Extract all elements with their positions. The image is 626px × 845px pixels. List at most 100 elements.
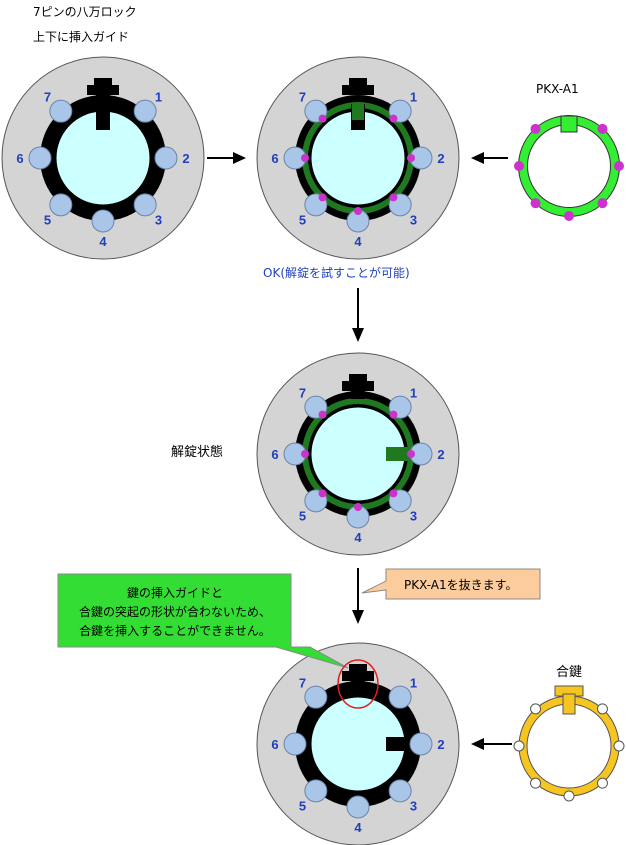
pin-2 (154, 146, 178, 170)
pin-number-1: 1 (155, 89, 162, 104)
pin-2 (409, 732, 433, 756)
pin-number-7: 7 (299, 675, 306, 690)
pkx-notch-2 (614, 161, 624, 171)
key-cut-1 (596, 703, 608, 715)
pin-7 (304, 685, 328, 709)
top-guide-tab (349, 664, 367, 674)
pin-number-1: 1 (410, 385, 417, 400)
pin-contact-6 (301, 154, 309, 162)
pin-contact-4 (354, 207, 362, 215)
top-guide-stem (351, 383, 365, 399)
pkx-tab (560, 115, 578, 133)
note-line1: 鍵の挿入ガイドと (127, 585, 223, 600)
pin-number-5: 5 (299, 799, 306, 814)
key-guide-right (386, 737, 412, 751)
top-guide-stem (96, 82, 110, 130)
pkx-notch-3 (597, 198, 608, 209)
key-cut-3 (596, 777, 608, 789)
pin-number-5: 5 (44, 213, 51, 228)
title-line2: 上下に挿入ガイド (33, 30, 129, 44)
key-cut-4 (563, 790, 575, 802)
pin-contact-3 (389, 193, 398, 202)
pin-number-4: 4 (354, 234, 362, 249)
pin-6 (283, 732, 307, 756)
pkx-a1-tool (514, 115, 624, 221)
pin-number-3: 3 (155, 213, 162, 228)
key-stem (562, 693, 576, 715)
pin-5 (49, 193, 73, 217)
key-cut-6 (513, 740, 525, 752)
pin-number-4: 4 (354, 530, 362, 545)
pin-contact-1 (389, 114, 398, 123)
pin-number-6: 6 (16, 151, 23, 166)
key-guide-right (386, 447, 412, 461)
pin-contact-4 (354, 503, 362, 511)
pin-number-2: 2 (437, 151, 444, 166)
duplicate-key (513, 685, 625, 802)
arrow-key-to-lock4 (471, 738, 512, 750)
key-inner (526, 703, 612, 789)
pin-1 (133, 99, 157, 123)
pin-number-5: 5 (299, 213, 306, 228)
pin-number-6: 6 (271, 447, 278, 462)
pkx-notch-6 (514, 161, 524, 171)
pin-number-6: 6 (271, 737, 278, 752)
key-cut-2 (613, 740, 625, 752)
pin-contact-2 (407, 154, 415, 162)
pin-3 (388, 779, 412, 803)
pin-contact-7 (318, 410, 327, 419)
pin-number-2: 2 (182, 151, 189, 166)
pkx-label: PKX-A1 (536, 82, 579, 96)
pin-number-6: 6 (271, 151, 278, 166)
top-guide-tab (349, 374, 367, 384)
lock-key-rejected: 1 2 3 4 5 6 7 (256, 642, 460, 845)
arrow-lock1-to-lock2 (207, 152, 246, 164)
pin-4 (91, 209, 115, 233)
arrow-pkx-to-lock2 (471, 152, 508, 164)
pkx-notch-4 (564, 211, 574, 221)
pin-number-1: 1 (410, 89, 417, 104)
pin-7 (49, 99, 73, 123)
top-guide-tab (349, 78, 367, 88)
pin-contact-5 (318, 489, 327, 498)
note-callout: 鍵の挿入ガイドと 合鍵の突起の形状が合わないため、 合鍵を挿入することができませ… (57, 573, 349, 669)
title-line1: 7ピンの八万ロック (33, 5, 137, 19)
pin-contact-2 (407, 450, 415, 458)
arrow-down-1 (352, 288, 364, 342)
pin-contact-6 (301, 450, 309, 458)
top-guide-stem (351, 673, 365, 689)
mismatch-ellipse (337, 659, 379, 709)
lock-initial: 1 2 3 4 5 6 7 (1, 56, 205, 260)
key-cut-5 (530, 777, 542, 789)
pkx-notch-1 (597, 123, 608, 134)
pin-number-4: 4 (354, 820, 362, 835)
pkx-inner (527, 124, 611, 208)
pin-number-5: 5 (299, 509, 306, 524)
pin-contact-3 (389, 489, 398, 498)
pin-number-4: 4 (99, 234, 107, 249)
pin-number-2: 2 (437, 737, 444, 752)
pin-number-7: 7 (44, 89, 51, 104)
pin-6 (28, 146, 52, 170)
pin-contact-1 (389, 410, 398, 419)
pin-number-3: 3 (410, 799, 417, 814)
pin-number-3: 3 (410, 509, 417, 524)
pin-4 (346, 795, 370, 819)
inserted-tab-top (352, 104, 364, 120)
ok-label: OK(解錠を試すことが可能) (263, 265, 410, 280)
key-cut-7 (530, 703, 542, 715)
note-line2: 合鍵の突起の形状が合わないため、 (79, 604, 271, 619)
pin-3 (133, 193, 157, 217)
remove-callout-text: PKX-A1を抜きます。 (404, 578, 517, 592)
key-label: 合鍵 (556, 664, 582, 680)
remove-callout: PKX-A1を抜きます。 (361, 568, 541, 600)
pin-number-7: 7 (299, 89, 306, 104)
arrow-down-2 (352, 568, 364, 624)
pin-number-2: 2 (437, 447, 444, 462)
pin-contact-7 (318, 114, 327, 123)
unlocked-label: 解錠状態 (171, 444, 223, 460)
pin-number-1: 1 (410, 675, 417, 690)
